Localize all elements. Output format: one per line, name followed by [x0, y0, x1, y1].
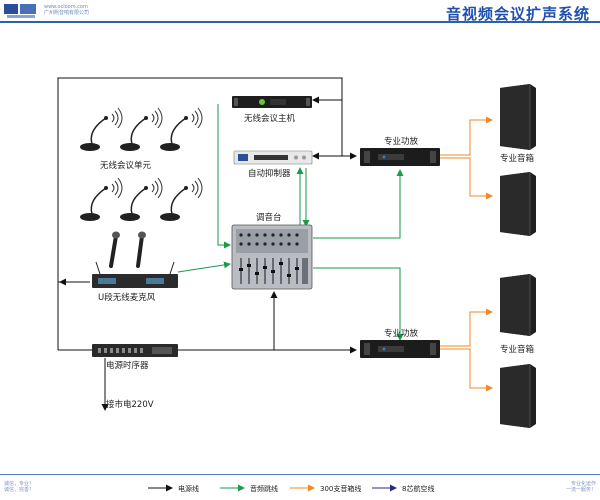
label-wireless-host: 无线会议主机 — [244, 113, 296, 124]
mixer-device — [231, 224, 313, 290]
footer-left: 诚信，专业！ 诚信，完善！ — [4, 481, 34, 493]
label-mains: 接市电220V — [106, 399, 154, 410]
footer-right-line2: 一流一服务！ — [565, 487, 596, 493]
legend-audio: 音频跳线 — [250, 484, 278, 493]
company-logo — [4, 4, 36, 18]
label-speakers-bottom: 专业音箱 — [500, 344, 535, 355]
suppressor-device — [233, 150, 313, 165]
amplifier-top — [360, 148, 440, 166]
conference-unit — [120, 107, 163, 151]
speaker-cabinet — [500, 364, 536, 428]
footer-rule — [0, 474, 600, 475]
header-rule — [0, 21, 600, 23]
speakers-bottom — [500, 274, 536, 428]
conference-unit — [160, 177, 203, 221]
logo-url: www.ocloom.com — [44, 4, 88, 10]
conference-unit — [120, 177, 163, 221]
sequencer-device — [92, 344, 178, 357]
label-mixer: 调音台 — [256, 212, 282, 223]
footer-right-line1: 专业化运作 — [570, 481, 596, 487]
footer-left-line1: 诚信，专业！ — [4, 481, 35, 487]
page-title: 音视频会议扩声系统 — [445, 5, 590, 23]
label-amp-top: 专业功放 — [384, 136, 419, 147]
legend-power: 电源线 — [178, 484, 199, 493]
power-lines — [57, 77, 357, 411]
logo-caption: www.ocloom.com 广州熙音响有限公司 — [44, 4, 89, 16]
speaker-cabinet — [500, 84, 536, 150]
speaker-cabinet — [500, 172, 536, 236]
speaker-lines — [440, 116, 493, 392]
speakers-top — [500, 84, 536, 236]
label-uhf-mic: U段无线麦克风 — [98, 292, 156, 303]
label-amp-bottom: 专业功放 — [384, 328, 419, 339]
uhf-mic-receiver — [92, 231, 178, 288]
label-speakers-top: 专业音箱 — [500, 153, 535, 164]
logo-company: 广州熙音响有限公司 — [44, 10, 90, 16]
legend-aviation-cable: 8芯航空线 — [402, 484, 434, 493]
label-wireless-units: 无线会议单元 — [100, 160, 152, 171]
conference-unit — [160, 107, 203, 151]
audio-lines — [177, 104, 404, 341]
legend: 电源线 音频跳线 300支音箱线 8芯航空线 — [148, 484, 434, 493]
wireless-conference-units — [80, 107, 203, 221]
wireless-host-device — [232, 96, 312, 108]
conference-unit — [80, 177, 123, 221]
legend-speaker-cable: 300支音箱线 — [320, 484, 361, 493]
footer-right: 专业化运作 一流一服务！ — [566, 481, 596, 493]
conference-unit — [80, 107, 123, 151]
amplifier-bottom — [360, 340, 440, 358]
label-suppressor: 自动抑制器 — [248, 168, 291, 179]
speaker-cabinet — [500, 274, 536, 336]
label-sequencer: 电源时序器 — [106, 360, 149, 371]
footer-left-line2: 诚信，完善！ — [4, 487, 35, 493]
